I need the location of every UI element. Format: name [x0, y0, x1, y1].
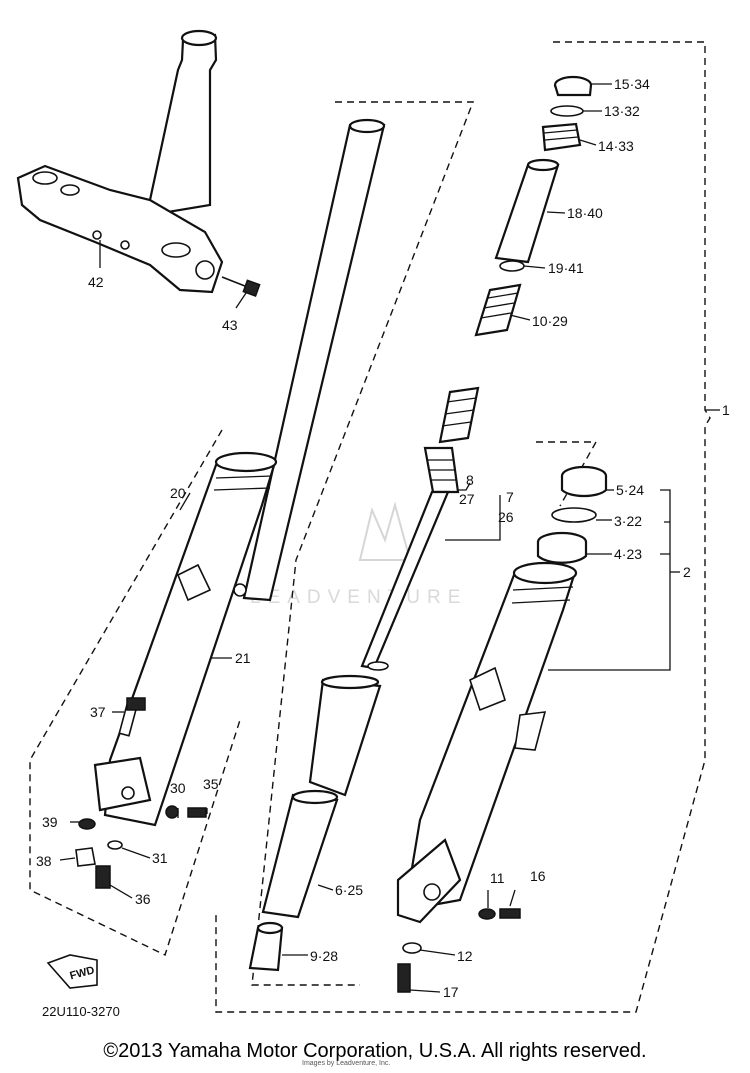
fwd-arrow: FWD: [46, 954, 98, 989]
callout-8: 8: [466, 472, 474, 488]
callout-1: 1: [722, 402, 730, 418]
callout-14-33: 14·33: [598, 138, 634, 154]
spring-spacer: [494, 158, 560, 264]
callout-5-24: 5·24: [616, 482, 644, 498]
callout-13-32: 13·32: [604, 103, 640, 119]
drawing-code: 22U110-3270: [42, 1004, 120, 1019]
watermark-text: LEADVENTURE: [250, 587, 467, 608]
callout-4-23: 4·23: [614, 546, 642, 562]
callout-37: 37: [90, 704, 106, 720]
callout-18-40: 18·40: [567, 205, 603, 221]
callout-labels: 15·34 13·32 14·33 18·40 19·41 10·29 1 8 …: [36, 76, 730, 1019]
group-outline-inner-tube: [251, 101, 475, 986]
callout-39: 39: [42, 814, 58, 830]
callout-21: 21: [235, 650, 251, 666]
callout-9-28: 9·28: [310, 948, 338, 964]
callout-43: 43: [222, 317, 238, 333]
callout-30: 30: [170, 780, 186, 796]
steering-stem-bracket: [16, 29, 224, 294]
callout-27: 27: [459, 491, 475, 507]
callout-3-22: 3·22: [614, 513, 642, 529]
callout-19-41: 19·41: [548, 260, 584, 276]
outer-tube-right: [396, 561, 578, 924]
callout-36: 36: [135, 891, 151, 907]
callout-26: 26: [498, 509, 514, 525]
left-fork-hardware: [75, 697, 207, 889]
callout-20: 20: [170, 485, 186, 501]
callout-31: 31: [152, 850, 168, 866]
callout-38: 38: [36, 853, 52, 869]
oil-seal-set: [536, 465, 608, 564]
callout-2: 2: [683, 564, 691, 580]
callout-16: 16: [530, 868, 546, 884]
damper-rod-assembly: [360, 446, 460, 671]
callout-15-34: 15·34: [614, 76, 650, 92]
callout-6-25: 6·25: [335, 882, 363, 898]
leader-lines: [59, 83, 720, 993]
pinch-bolt-43: [221, 276, 261, 297]
callout-42: 42: [88, 274, 104, 290]
callout-7: 7: [506, 489, 514, 505]
callout-35: 35: [203, 776, 219, 792]
image-source-note: Images by Leadventure, Inc.: [302, 1060, 391, 1067]
group-outline-left-fork: [29, 429, 241, 956]
inner-fork-tube: [242, 118, 386, 602]
fork-cap-parts: [499, 75, 593, 272]
outer-tube-left: [93, 451, 278, 827]
slide-bushing-set: [248, 674, 382, 972]
copyright-notice: ©2013 Yamaha Motor Corporation, U.S.A. A…: [103, 1040, 647, 1062]
callout-17: 17: [443, 984, 459, 1000]
right-fork-hardware: [397, 908, 521, 993]
callout-12: 12: [457, 948, 473, 964]
callout-11: 11: [490, 870, 505, 886]
callout-10-29: 10·29: [532, 313, 568, 329]
watermark: LEADVENTURE: [250, 501, 467, 608]
fork-spring: [438, 283, 522, 444]
